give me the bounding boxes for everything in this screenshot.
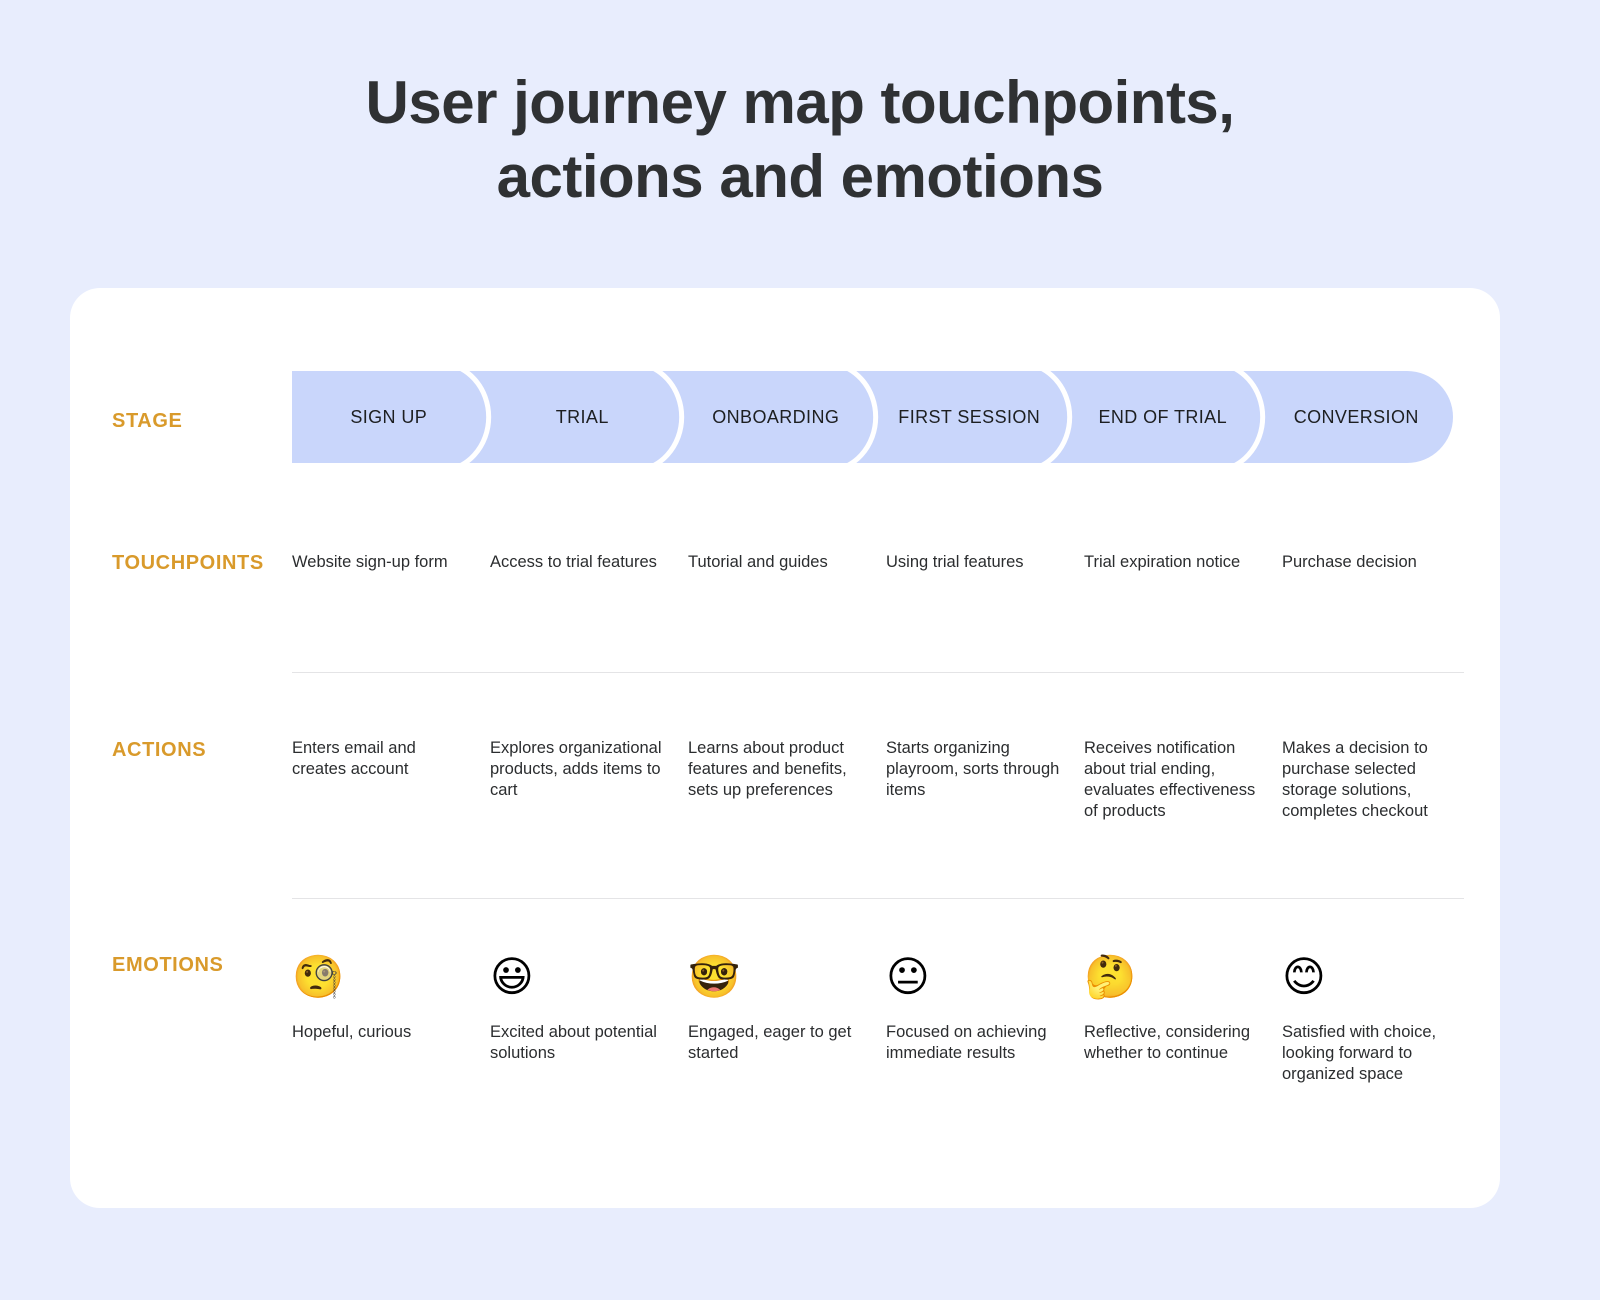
touchpoint-cell: Purchase decision xyxy=(1282,552,1480,573)
divider-actions-emotions xyxy=(292,898,1464,899)
emotion-text: Hopeful, curious xyxy=(292,1023,412,1041)
action-cell: Learns about product features and benefi… xyxy=(688,738,886,822)
touchpoint-text: Trial expiration notice xyxy=(1084,553,1241,571)
action-text: Receives notification about trial ending… xyxy=(1084,739,1256,820)
neutral-face-icon: 😐 xyxy=(886,952,930,1001)
action-cell: Makes a decision to purchase selected st… xyxy=(1282,738,1480,822)
emotion-cell: 🤓 Engaged, eager to get started xyxy=(688,952,886,1085)
touchpoint-cell: Using trial features xyxy=(886,552,1084,573)
emotion-cell: 🤔 Reflective, considering whether to con… xyxy=(1084,952,1282,1085)
grinning-face-icon: 😃 xyxy=(490,952,534,1001)
touchpoint-text: Access to trial features xyxy=(490,553,657,571)
emotions-row: 🧐 Hopeful, curious 😃 Excited about poten… xyxy=(292,952,1464,1085)
action-text: Enters email and creates account xyxy=(292,739,416,778)
emotion-cell: 😊 Satisfied with choice, looking forward… xyxy=(1282,952,1480,1085)
row-label-touchpoints: TOUCHPOINTS xyxy=(112,552,264,574)
page-title: User journey map touchpoints, actions an… xyxy=(365,69,1235,210)
action-text: Learns about product features and benefi… xyxy=(688,739,847,799)
row-label-stage: STAGE xyxy=(112,410,183,432)
nerd-face-icon: 🤓 xyxy=(688,952,741,1001)
emotion-cell: 😃 Excited about potential solutions xyxy=(490,952,688,1085)
action-text: Starts organizing playroom, sorts throug… xyxy=(886,739,1060,799)
touchpoint-cell: Trial expiration notice xyxy=(1084,552,1282,573)
action-text: Makes a decision to purchase selected st… xyxy=(1282,739,1428,820)
row-label-actions: ACTIONS xyxy=(112,739,207,761)
touchpoint-text: Purchase decision xyxy=(1282,553,1417,571)
touchpoint-text: Website sign-up form xyxy=(292,553,448,571)
stage-chevron-bar xyxy=(292,371,1453,463)
row-label-emotions: EMOTIONS xyxy=(112,954,224,976)
emotion-text: Reflective, considering whether to conti… xyxy=(1084,1023,1250,1062)
action-text: Explores organizational products, adds i… xyxy=(490,739,662,799)
touchpoint-text: Tutorial and guides xyxy=(688,553,828,571)
touchpoint-cell: Tutorial and guides xyxy=(688,552,886,573)
emotion-cell: 🧐 Hopeful, curious xyxy=(292,952,490,1085)
action-cell: Enters email and creates account xyxy=(292,738,490,822)
touchpoint-text: Using trial features xyxy=(886,553,1024,571)
touchpoint-cell: Website sign-up form xyxy=(292,552,490,573)
emotion-cell: 😐 Focused on achieving immediate results xyxy=(886,952,1084,1085)
smiling-face-with-smiling-eyes-icon: 😊 xyxy=(1282,952,1326,1001)
emotion-text: Excited about potential solutions xyxy=(490,1023,657,1062)
emotion-text: Focused on achieving immediate results xyxy=(886,1023,1047,1062)
touchpoints-row: Website sign-up form Access to trial fea… xyxy=(292,552,1464,573)
actions-row: Enters email and creates account Explore… xyxy=(292,738,1464,822)
touchpoint-cell: Access to trial features xyxy=(490,552,688,573)
action-cell: Receives notification about trial ending… xyxy=(1084,738,1282,822)
action-cell: Explores organizational products, adds i… xyxy=(490,738,688,822)
emotion-text: Satisfied with choice, looking forward t… xyxy=(1282,1023,1437,1083)
thinking-face-icon: 🤔 xyxy=(1084,952,1137,1001)
action-cell: Starts organizing playroom, sorts throug… xyxy=(886,738,1084,822)
divider-touchpoints-actions xyxy=(292,672,1464,673)
face-with-monocle-icon: 🧐 xyxy=(292,952,345,1001)
emotion-text: Engaged, eager to get started xyxy=(688,1023,852,1062)
